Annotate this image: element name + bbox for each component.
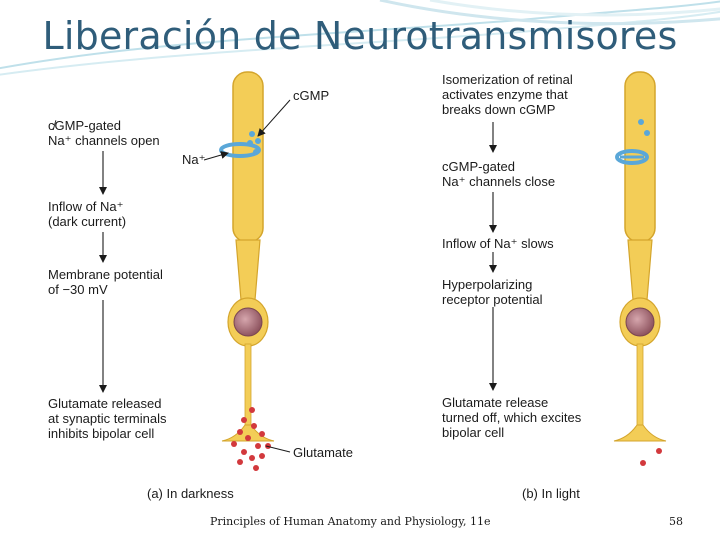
right-step-2: cGMP-gated Na⁺ channels close [442,159,556,189]
cgmp-molecule [253,149,259,155]
rod-cell-light [613,71,667,466]
glutamate-pointer [265,445,291,453]
glutamate-label: Glutamate [293,445,353,460]
caption-darkness: (a) In darkness [147,486,234,501]
axon [636,343,644,429]
right-step-4: Hyperpolarizing receptor potential [442,277,543,307]
na-channel-closed [615,149,649,165]
cgmp-label: cGMP [293,88,330,103]
cgmp-molecule [247,140,253,146]
inner-segment [627,239,653,301]
glutamate-molecule [640,460,646,466]
right-step-1: Isomerization of retinal activates enzym… [442,72,573,117]
glutamate-molecule [656,448,662,454]
cgmp-molecule [644,130,650,136]
cgmp-molecule [249,131,255,137]
left-step-4: Glutamate released at synaptic terminals… [48,396,167,441]
cgmp-pointer [257,99,291,137]
header-decoration [0,0,720,76]
left-step-1: c̸GMP-gated Na⁺ channels open [48,118,160,148]
na-label: Na⁺ [182,152,206,167]
slide-title: Liberación de Neurotransmisores [42,14,678,58]
inner-segment [235,239,261,301]
cgmp-molecule [255,138,261,144]
synaptic-terminal [613,424,667,442]
right-step-3: Inflow of Na⁺ slows [442,236,554,251]
diagram-panel [47,70,667,502]
axon [244,343,252,429]
left-step-2: Inflow of Na⁺ (dark current) [48,199,127,229]
rod-cell-dark [203,71,291,471]
cgmp-molecule [638,119,644,125]
na-pointer [203,151,229,161]
page-number: 58 [669,515,683,528]
left-step-3: Membrane potential of −30 mV [48,267,163,297]
na-channel-open [219,142,261,158]
nucleus [625,307,655,337]
caption-light: (b) In light [522,486,580,501]
footer-citation: Principles of Human Anatomy and Physiolo… [210,515,491,528]
nucleus [233,307,263,337]
right-step-5: Glutamate release turned off, which exci… [442,395,582,440]
